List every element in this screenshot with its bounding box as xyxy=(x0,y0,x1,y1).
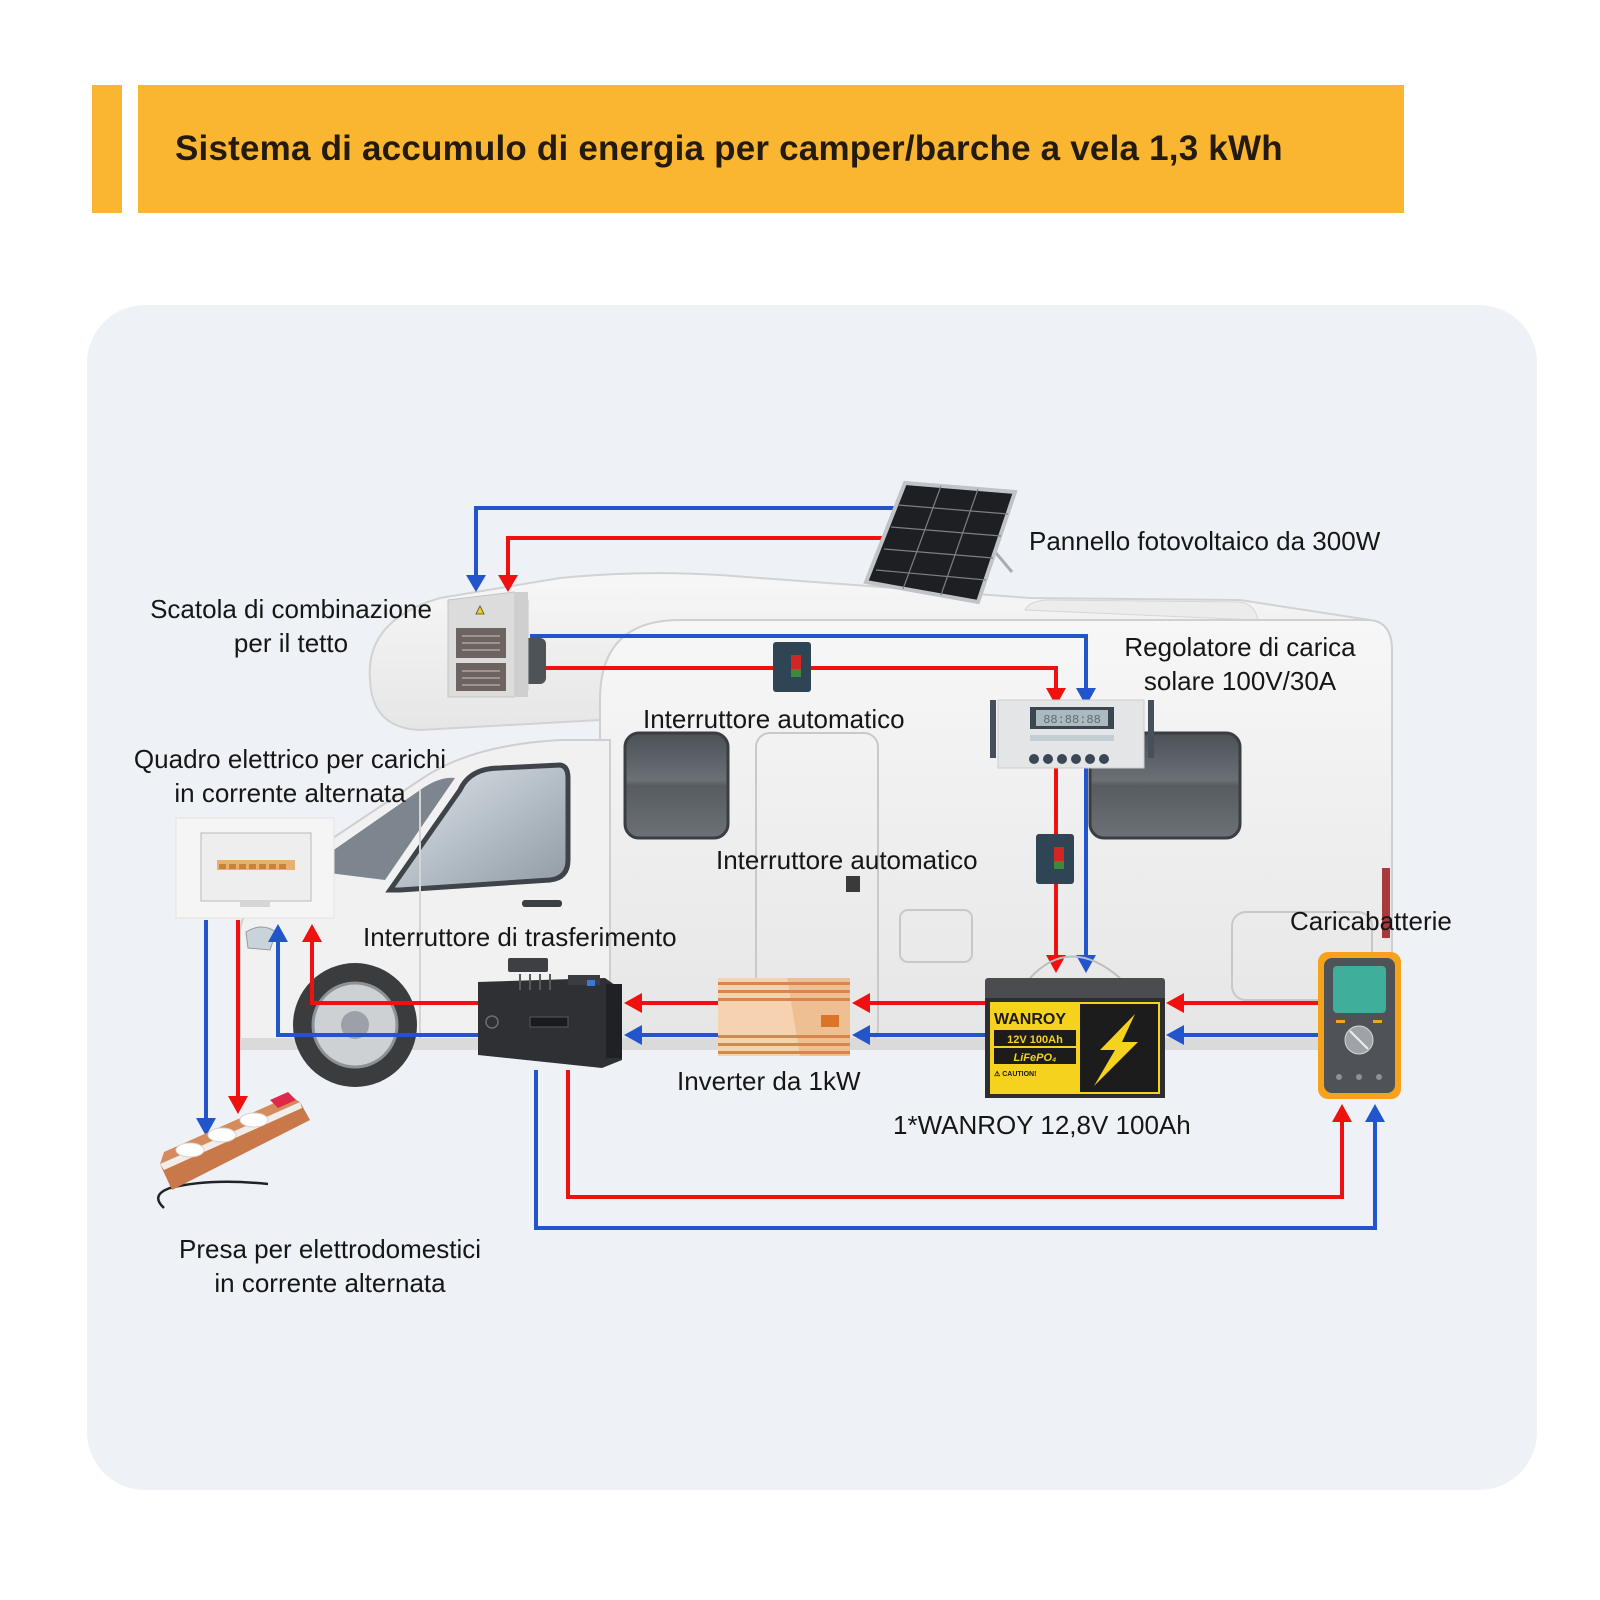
wire-panel-combiner-positive xyxy=(506,536,883,575)
arrow-left-icon xyxy=(624,993,642,1013)
arrow-up-icon xyxy=(1332,1104,1352,1122)
wire-ats-acpanel-negative xyxy=(276,940,478,1037)
cab-door-handle xyxy=(522,900,562,907)
label-combiner-box-line1: Scatola di combinazione xyxy=(150,594,432,624)
wires xyxy=(204,506,1377,1230)
arrow-down-icon xyxy=(1046,688,1066,706)
power-outlet-strip-icon xyxy=(157,1092,310,1209)
label-inverter: Inverter da 1kW xyxy=(677,1066,861,1096)
tail-light xyxy=(1382,868,1390,938)
label-ac-panel: Quadro elettrico per carichi in corrente… xyxy=(115,742,465,810)
arrow-left-icon xyxy=(1166,993,1184,1013)
label-charger: Caricabatterie xyxy=(1290,906,1452,936)
label-solar-panel: Pannello fotovoltaico da 300W xyxy=(1029,526,1381,556)
battery-icon: WANROY 12V 100Ah LiFePO₄ ⚠ CAUTION! xyxy=(985,955,1165,1098)
ac-panel-icon xyxy=(175,817,335,919)
warning-icon xyxy=(475,605,485,615)
arrow-left-icon xyxy=(1166,1025,1184,1045)
wire-combiner-controller-negative xyxy=(530,634,1088,690)
arrow-down-icon xyxy=(196,1118,216,1136)
arrow-left-icon xyxy=(852,1025,870,1045)
circuit-breaker-middle-icon xyxy=(1036,834,1074,884)
service-hatch xyxy=(899,909,973,963)
battery-caution: ⚠ CAUTION! xyxy=(994,1070,1036,1078)
camper-window-left xyxy=(623,731,730,840)
solar-panel-icon xyxy=(863,480,1018,605)
power-switch-icon xyxy=(270,1092,296,1108)
arrow-down-icon xyxy=(498,575,518,592)
label-ac-panel-line2: in corrente alternata xyxy=(174,778,406,808)
transfer-switch-icon xyxy=(478,958,622,1068)
charge-controller-icon: 88:88:88 xyxy=(990,699,1154,769)
roof-bump xyxy=(1024,599,1259,621)
label-charge-controller-line1: Regolatore di carica xyxy=(1124,632,1356,662)
wire-ats-charger-positive xyxy=(566,1070,1344,1199)
label-charge-controller: Regolatore di carica solare 100V/30A xyxy=(1100,630,1380,698)
wire-panel-combiner-negative xyxy=(474,506,898,575)
label-combiner-box: Scatola di combinazione per il tetto xyxy=(135,592,447,660)
label-combiner-box-line2: per il tetto xyxy=(233,628,349,658)
inverter-icon xyxy=(718,978,850,1056)
arrow-left-icon xyxy=(852,993,870,1013)
label-outlet: Presa per elettrodomestici in corrente a… xyxy=(150,1232,510,1300)
arrow-down-icon xyxy=(1046,955,1066,973)
title-banner: Sistema di accumulo di energia per campe… xyxy=(138,85,1404,213)
label-outlet-line1: Presa per elettrodomestici xyxy=(178,1234,482,1264)
battery-chemistry: LiFePO₄ xyxy=(1014,1052,1057,1064)
combiner-box-icon xyxy=(447,591,546,698)
banner-accent-stripe xyxy=(92,85,122,213)
arrow-down-icon xyxy=(466,575,486,592)
arrow-down-icon xyxy=(1076,688,1096,706)
label-battery: 1*WANROY 12,8V 100Ah xyxy=(893,1110,1191,1140)
camper-body xyxy=(599,619,1393,1041)
circuit-breaker-top-icon xyxy=(773,642,811,692)
label-charge-controller-line2: solare 100V/30A xyxy=(1143,666,1337,696)
arrow-up-icon xyxy=(302,924,322,942)
label-breaker-middle: Interruttore automatico xyxy=(716,845,978,875)
arrow-up-icon xyxy=(268,924,288,942)
label-outlet-line2: in corrente alternata xyxy=(214,1268,446,1298)
controller-display-readout: 88:88:88 xyxy=(1043,713,1101,727)
lightning-icon xyxy=(1094,1014,1138,1086)
wire-combiner-controller-positive xyxy=(530,666,1058,690)
battery-brand: WANROY xyxy=(994,1011,1066,1028)
battery-rating: 12V 100Ah xyxy=(1007,1034,1063,1046)
arrow-up-icon xyxy=(1365,1104,1385,1122)
cab-window xyxy=(385,762,571,893)
battery-charger-icon xyxy=(1318,952,1401,1099)
wire-ats-charger-negative xyxy=(534,1070,1377,1230)
label-transfer-switch: Interruttore di trasferimento xyxy=(363,922,677,952)
arrow-left-icon xyxy=(624,1025,642,1045)
wire-ats-acpanel-positive xyxy=(310,940,478,1005)
label-ac-panel-line1: Quadro elettrico per carichi xyxy=(133,744,447,774)
door-lock xyxy=(846,876,860,892)
page-title: Sistema di accumulo di energia per campe… xyxy=(175,129,1283,168)
label-breaker-top: Interruttore automatico xyxy=(643,704,905,734)
windshield xyxy=(305,777,455,880)
camper-van xyxy=(239,572,1393,1087)
arrow-down-icon xyxy=(228,1096,248,1114)
